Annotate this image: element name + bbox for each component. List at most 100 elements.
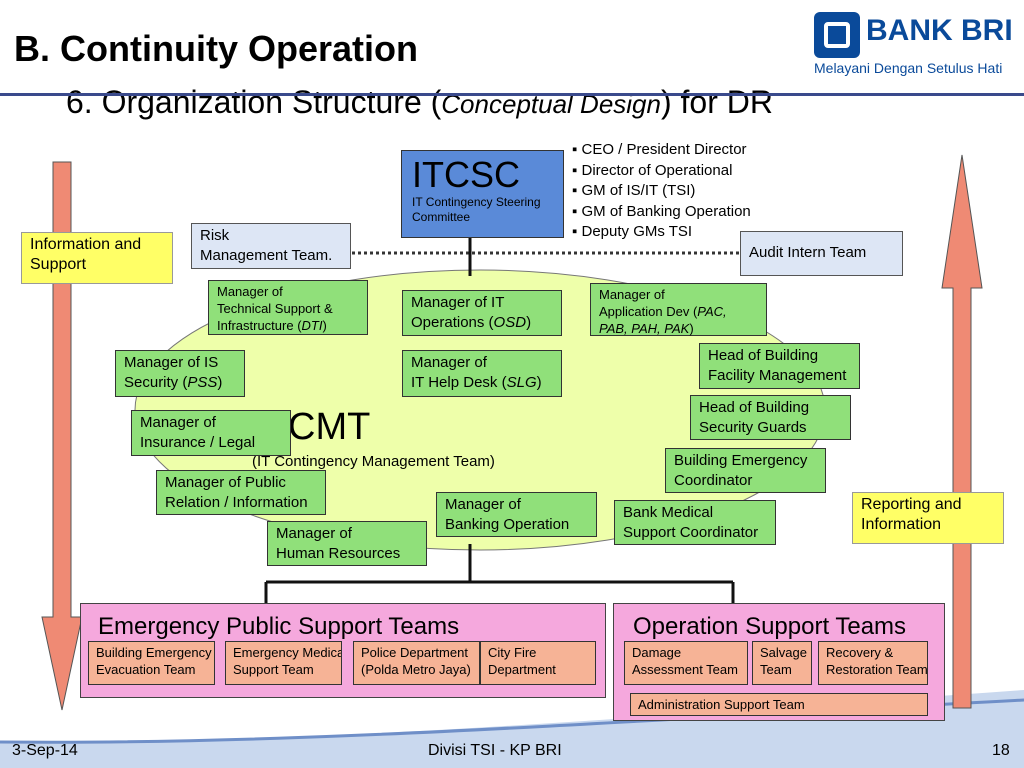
- label-line: Evacuation Team: [96, 662, 196, 677]
- cmt-subtitle: (IT Contingency Management Team): [252, 453, 495, 470]
- label-line: IT Help Desk (: [411, 374, 507, 391]
- police-department-team: Police Department (Polda Metro Jaya): [353, 641, 480, 685]
- label-line: Head of Building: [708, 347, 819, 364]
- recovery-restoration-team: Recovery & Restoration Team: [818, 641, 928, 685]
- label-line: Reporting and: [861, 496, 962, 513]
- label-line: Salvage: [760, 645, 807, 660]
- label-line: Building Emergency: [674, 452, 808, 469]
- steering-members-list: CEO / President Director Director of Ope…: [572, 140, 751, 243]
- city-fire-department-team: City Fire Department: [480, 641, 596, 685]
- label-line: Technical Support &: [217, 301, 333, 316]
- label-line: Application Dev (: [599, 304, 698, 319]
- building-emergency-evacuation-team: Building Emergency Evacuation Team: [88, 641, 215, 685]
- label-line: City Fire: [488, 645, 537, 660]
- label-italic: OSD: [493, 314, 527, 331]
- logo-name: BANK BRI: [866, 14, 1013, 47]
- label-line: ): [322, 318, 327, 333]
- head-building-security: Head of Building Security Guards: [690, 395, 851, 440]
- list-item: Deputy GMs TSI: [572, 222, 751, 243]
- list-item: GM of IS/IT (TSI): [572, 181, 751, 202]
- list-item: CEO / President Director: [572, 140, 751, 161]
- label-line: Manager of: [445, 496, 521, 513]
- label-line: Administration Support Team: [638, 697, 805, 712]
- manager-it-help-desk: Manager of IT Help Desk (SLG): [402, 350, 562, 397]
- label-line: ): [536, 374, 542, 391]
- label-line: Facility Management: [708, 367, 847, 384]
- label-line: Infrastructure (: [217, 318, 302, 333]
- label-line: Emergency Medical: [233, 645, 342, 660]
- label-line: ): [689, 321, 694, 336]
- label-italic: DTI: [301, 318, 323, 333]
- manager-application-dev: Manager of Application Dev (PAC, PAB, PA…: [590, 283, 767, 336]
- label-line: ): [217, 374, 223, 391]
- logo-tagline: Melayani Dengan Setulus Hati: [814, 60, 1003, 76]
- label-line: Assessment Team: [632, 662, 738, 677]
- label-line: Operations (: [411, 314, 494, 331]
- manager-human-resources: Manager of Human Resources: [267, 521, 427, 566]
- label-line: Management Team.: [200, 247, 333, 264]
- manager-public-relation: Manager of Public Relation / Information: [156, 470, 326, 515]
- label-line: Human Resources: [276, 545, 401, 562]
- itcsc-line1: IT Contingency Steering: [412, 195, 541, 209]
- itcsc-box: ITCSC IT Contingency Steering Committee: [401, 150, 564, 238]
- cmt-title: CMT: [288, 406, 371, 448]
- itcsc-title: ITCSC: [412, 154, 520, 195]
- label-line: Manager of IS: [124, 354, 219, 371]
- label-line: Coordinator: [674, 472, 753, 489]
- itcsc-line2: Committee: [412, 210, 471, 224]
- label-line: Recovery &: [826, 645, 894, 660]
- label-line: Manager of: [276, 525, 352, 542]
- label-line: (Polda Metro Jaya): [361, 662, 471, 677]
- label-line: Relation / Information: [165, 494, 308, 511]
- manager-insurance-legal: Manager of Insurance / Legal: [131, 410, 291, 456]
- label-italic: PAC,: [697, 304, 727, 319]
- footer-date: 3-Sep-14: [12, 742, 78, 759]
- label-line: Banking Operation: [445, 516, 570, 533]
- label-line: Team: [760, 662, 792, 677]
- operation-support-title: Operation Support Teams: [633, 613, 907, 640]
- salvage-team: Salvage Team: [752, 641, 812, 685]
- footer-center: Divisi TSI - KP BRI: [428, 742, 562, 759]
- label-line: Information: [861, 516, 942, 533]
- label-line: Manager of: [599, 287, 665, 302]
- label-line: Security (: [124, 374, 188, 391]
- label-line: Support Team: [233, 662, 314, 677]
- label-line: Manager of: [140, 414, 216, 431]
- label-line: Head of Building: [699, 399, 810, 416]
- bank-medical-coordinator: Bank Medical Support Coordinator: [614, 500, 776, 545]
- label-line: Support: [30, 256, 87, 273]
- building-emergency-coordinator: Building Emergency Coordinator: [665, 448, 826, 493]
- manager-it-operations: Manager of IT Operations (OSD): [402, 290, 562, 336]
- label-italic: SLG: [506, 374, 537, 391]
- label-line: Department: [488, 662, 556, 677]
- manager-banking-operation: Manager of Banking Operation: [436, 492, 597, 537]
- reporting-information-label: Reporting and Information: [852, 492, 1004, 544]
- label-line: Restoration Team: [826, 662, 928, 677]
- header-rule: [0, 93, 1024, 96]
- slide-subtitle: 6. Organization Structure (Conceptual De…: [66, 84, 773, 121]
- label-line: Security Guards: [699, 419, 807, 436]
- risk-management-team: Risk Management Team.: [191, 223, 351, 269]
- label-line: Risk: [200, 227, 230, 244]
- label-line: Manager of IT: [411, 294, 505, 311]
- label-line: Police Department: [361, 645, 468, 660]
- subtitle-suffix: ) for DR: [660, 84, 773, 120]
- label-line: Damage: [632, 645, 682, 660]
- label-italic: PSS: [187, 374, 218, 391]
- label-line: ): [526, 314, 532, 331]
- emergency-public-support-title: Emergency Public Support Teams: [98, 613, 460, 640]
- audit-label: Audit Intern Team: [749, 244, 867, 261]
- list-item: Director of Operational: [572, 161, 751, 182]
- head-building-facility: Head of Building Facility Management: [699, 343, 860, 389]
- bri-logo-icon: [814, 12, 860, 58]
- label-line: Manager of: [411, 354, 487, 371]
- administration-support-team: Administration Support Team: [630, 693, 928, 716]
- manager-is-security: Manager of IS Security (PSS): [115, 350, 245, 397]
- label-italic: PAB, PAH, PAK: [599, 321, 690, 336]
- label-line: Support Coordinator: [623, 524, 759, 541]
- label-line: Insurance / Legal: [140, 434, 256, 451]
- page-number: 18: [992, 742, 1010, 759]
- label-line: Bank Medical: [623, 504, 714, 521]
- list-item: GM of Banking Operation: [572, 202, 751, 223]
- label-line: Manager of: [217, 284, 283, 299]
